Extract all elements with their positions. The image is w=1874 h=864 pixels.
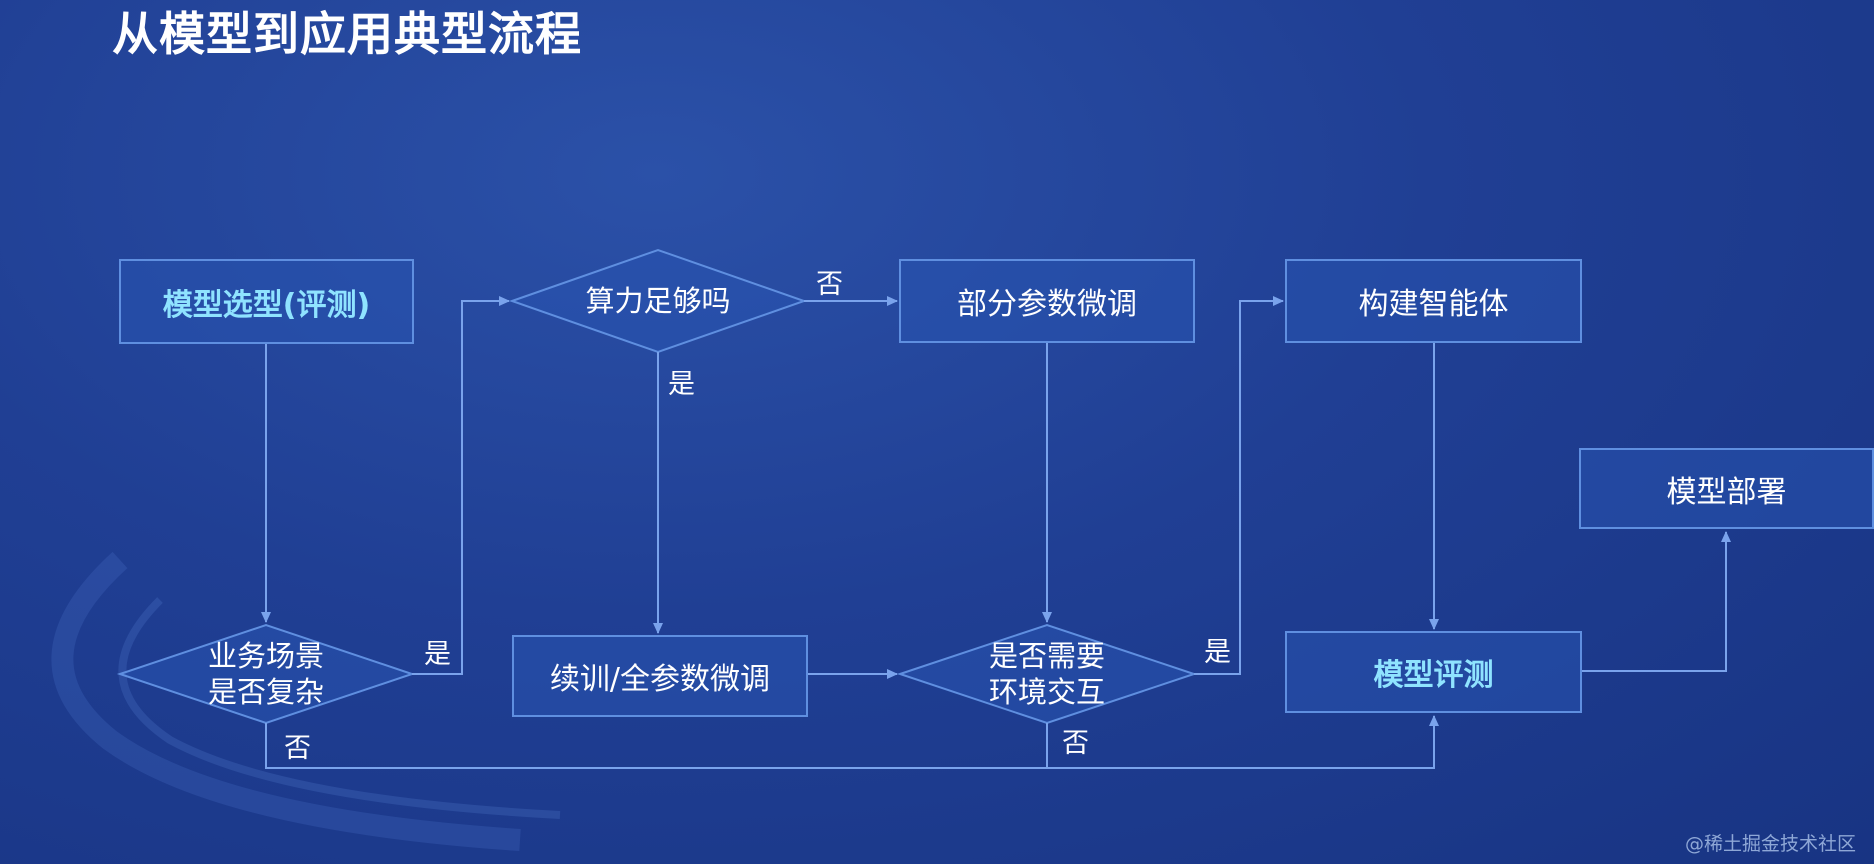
- scenario-yes-label: 是: [424, 639, 451, 670]
- model-eval-node: 模型评测: [1285, 631, 1582, 713]
- edge-scenario-no: [265, 715, 1439, 769]
- page-title: 从模型到应用典型流程: [112, 7, 582, 61]
- watermark: @稀土掘金技术社区: [1684, 833, 1856, 855]
- build-agent-node: 构建智能体: [1285, 259, 1582, 343]
- scenario-complex-line2: 是否复杂: [207, 675, 324, 709]
- scenario-no-label: 否: [284, 733, 311, 764]
- env-interaction-line2: 环境交互: [988, 675, 1105, 709]
- env-no-label: 否: [1062, 728, 1089, 759]
- env-yes-label: 是: [1204, 637, 1231, 668]
- partial-finetune-node: 部分参数微调: [899, 259, 1195, 343]
- env-interaction-line1: 是否需要: [988, 639, 1105, 673]
- compute-yes-label: 是: [668, 369, 695, 400]
- full-finetune-node: 续训/全参数微调: [512, 635, 808, 717]
- env-interaction-text: 是否需要 环境交互: [900, 625, 1194, 723]
- compute-check-text: 算力足够吗: [512, 250, 804, 352]
- scenario-complex-text: 业务场景 是否复杂: [120, 625, 412, 723]
- edge-scenario-yes: [412, 296, 510, 675]
- model-deploy-node: 模型部署: [1579, 448, 1874, 529]
- scenario-complex-line1: 业务场景: [207, 639, 324, 673]
- edge-eval-to-deploy: [1582, 531, 1731, 672]
- compute-check-label: 算力足够吗: [585, 284, 731, 318]
- model-selection-node: 模型选型(评测): [119, 259, 414, 344]
- compute-no-label: 否: [816, 269, 843, 300]
- edge-env-yes: [1194, 296, 1284, 675]
